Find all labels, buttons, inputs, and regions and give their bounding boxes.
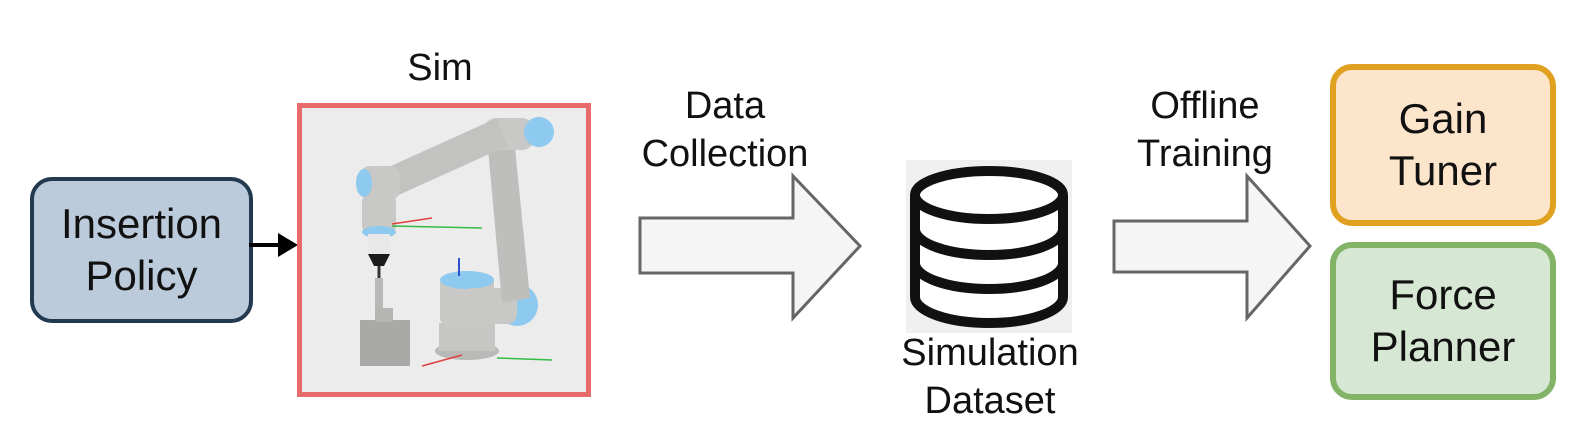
force-planner-label-line2: Planner	[1370, 323, 1516, 370]
insertion-policy-box: Insertion Policy	[30, 177, 253, 323]
offline-training-label: Offline Training	[1125, 82, 1285, 178]
insertion-policy-label-line2: Policy	[85, 252, 198, 299]
force-planner-label-line1: Force	[1389, 271, 1497, 318]
insertion-policy-label-line1: Insertion	[60, 200, 223, 247]
simulation-dataset-label-line1: Simulation	[901, 332, 1079, 374]
simulation-dataset-label: Simulation Dataset	[885, 329, 1095, 425]
database-icon	[906, 160, 1072, 333]
gain-tuner-label-line2: Tuner	[1388, 147, 1498, 194]
simulation-dataset-label-line2: Dataset	[924, 380, 1056, 422]
offline-training-label-line2: Training	[1137, 133, 1273, 175]
data-collection-label-line1: Data	[684, 85, 766, 127]
data-collection-arrow	[638, 172, 863, 322]
offline-training-arrow	[1112, 172, 1313, 322]
robot-arm-image	[356, 117, 554, 367]
data-collection-label-line2: Collection	[641, 133, 809, 175]
sim-title: Sim	[407, 47, 473, 89]
simulation-view	[297, 103, 591, 397]
gain-tuner-box: Gain Tuner	[1330, 64, 1556, 226]
force-planner-box: Force Planner	[1330, 242, 1556, 400]
offline-training-label-line1: Offline	[1150, 85, 1260, 127]
data-collection-label: Data Collection	[640, 82, 810, 178]
policy-to-sim-arrow-head	[278, 233, 298, 257]
gain-tuner-label-line1: Gain	[1398, 95, 1488, 142]
